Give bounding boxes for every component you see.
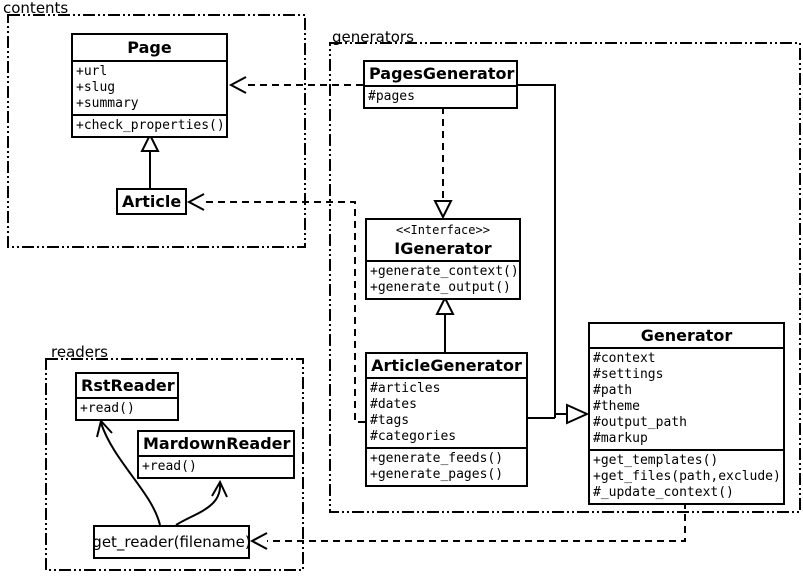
attribute: #pages: [368, 89, 415, 104]
pagesgenerator-to-page-dependency: [228, 76, 363, 94]
method: +get_files(path,exclude): [593, 469, 781, 484]
getreader-function-label: get_reader(filename): [92, 533, 251, 551]
class-page-methods: +check_properties(): [73, 114, 226, 136]
attribute: #theme: [593, 399, 640, 414]
generators-package-border: [329, 42, 801, 513]
attribute: #settings: [593, 367, 664, 382]
class-igenerator: <<Interface>> IGenerator +generate_conte…: [365, 218, 521, 300]
class-mardownreader-title: MardownReader: [143, 434, 291, 453]
attribute: #path: [593, 383, 633, 398]
attribute: +summary: [76, 96, 139, 111]
class-articlegenerator-attributes: #articles #dates #tags #categories: [367, 377, 526, 447]
method: +get_templates(): [593, 453, 719, 468]
attribute: #output_path: [593, 415, 687, 430]
class-generator-methods: +get_templates() +get_files(path,exclude…: [590, 449, 783, 503]
method: #_update_context(): [593, 485, 734, 500]
readers-package-border: [45, 358, 304, 571]
class-articlegenerator-title: ArticleGenerator: [371, 356, 522, 375]
contents-package-border: [7, 14, 306, 248]
class-igenerator-stereotype: <<Interface>>: [396, 223, 490, 237]
method: +check_properties(): [76, 118, 225, 133]
method: +generate_pages(): [370, 467, 504, 482]
class-articlegenerator-methods: +generate_feeds() +generate_pages(): [367, 447, 526, 485]
class-pagesgenerator: PagesGenerator #pages: [363, 60, 518, 109]
getreader-to-mardownreader-arrow: [175, 479, 228, 526]
attribute: #context: [593, 351, 656, 366]
method: +generate_feeds(): [370, 451, 504, 466]
readers-package-label: readers: [51, 343, 108, 361]
generator-to-getreader-dependency: [249, 502, 686, 550]
class-page: Page +url +slug +summary +check_properti…: [71, 33, 228, 138]
attribute: #markup: [593, 431, 648, 446]
article-to-page-generalization: [140, 132, 160, 188]
class-article: Article: [116, 188, 187, 215]
class-igenerator-methods: +generate_context() +generate_output(): [367, 260, 519, 298]
class-mardownreader-methods: +read(): [139, 455, 293, 477]
attribute: +slug: [76, 80, 116, 95]
generators-to-generator-generalization: [518, 84, 590, 425]
class-page-title: Page: [127, 38, 172, 57]
class-rstreader: RstReader +read(): [75, 372, 179, 421]
class-mardownreader: MardownReader +read(): [137, 430, 295, 479]
class-articlegenerator: ArticleGenerator #articles #dates #tags …: [365, 352, 528, 487]
getreader-function-box: get_reader(filename): [92, 525, 251, 559]
pagesgenerator-to-igenerator-realization: [433, 107, 453, 220]
method: +generate_output(): [370, 280, 511, 295]
method: +read(): [142, 459, 197, 474]
class-generator-attributes: #context #settings #path #theme #output_…: [590, 347, 783, 449]
attribute: #tags: [370, 413, 410, 428]
articlegenerator-to-igenerator-generalization: [435, 295, 455, 352]
class-igenerator-title: IGenerator: [394, 239, 492, 258]
class-page-attributes: +url +slug +summary: [73, 60, 226, 114]
class-generator-title: Generator: [640, 326, 733, 345]
getreader-to-rstreader-arrow: [96, 418, 161, 526]
attribute: #categories: [370, 429, 457, 444]
class-pagesgenerator-attributes: #pages: [365, 85, 516, 107]
method: +generate_context(): [370, 264, 519, 279]
attribute: #dates: [370, 397, 417, 412]
method: +read(): [80, 401, 135, 416]
class-rstreader-methods: +read(): [77, 397, 177, 419]
class-rstreader-title: RstReader: [81, 376, 175, 395]
class-generator: Generator #context #settings #path #them…: [588, 322, 785, 505]
generators-package-label: generators: [332, 28, 414, 46]
articlegenerator-to-article-dependency: [186, 193, 365, 423]
attribute: #articles: [370, 381, 441, 396]
class-pagesgenerator-title: PagesGenerator: [369, 64, 515, 83]
class-article-title: Article: [122, 192, 182, 211]
contents-package-label: contents: [3, 0, 69, 17]
attribute: +url: [76, 64, 108, 79]
